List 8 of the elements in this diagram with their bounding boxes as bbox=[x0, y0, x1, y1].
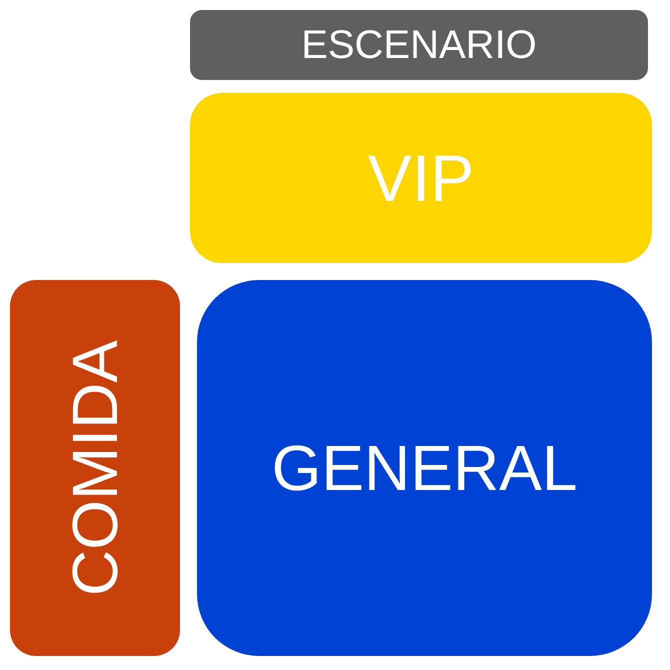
zone-area bbox=[197, 280, 652, 656]
zone-label: ESCENARIO bbox=[301, 25, 537, 65]
zone-label: COMIDA bbox=[63, 340, 127, 596]
zone-area bbox=[190, 10, 648, 80]
zone-area bbox=[190, 93, 652, 263]
zone-area bbox=[10, 280, 180, 656]
zone-label: GENERAL bbox=[272, 436, 578, 500]
zone-label: VIP bbox=[368, 145, 474, 211]
